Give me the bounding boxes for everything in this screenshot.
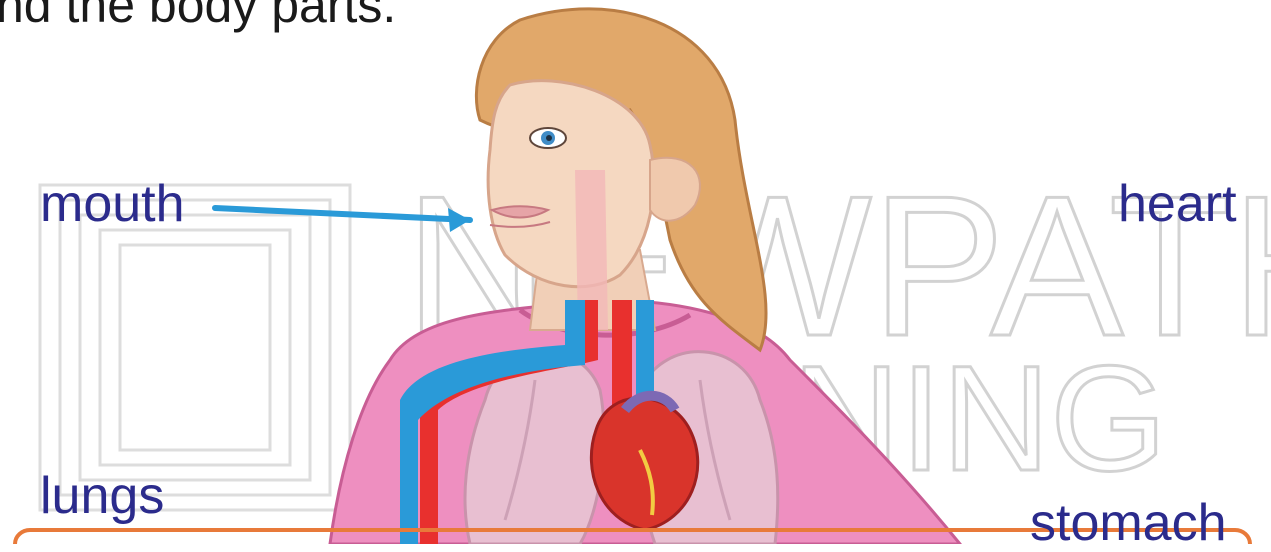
- watermark: [40, 185, 350, 510]
- label-stomach[interactable]: stomach: [1030, 497, 1227, 549]
- eye: [530, 128, 566, 148]
- label-mouth[interactable]: mouth: [40, 178, 185, 230]
- instruction-text: nd the body parts.: [0, 0, 396, 30]
- label-heart[interactable]: heart: [1118, 178, 1237, 230]
- label-lungs[interactable]: lungs: [40, 470, 164, 522]
- face: [488, 81, 654, 287]
